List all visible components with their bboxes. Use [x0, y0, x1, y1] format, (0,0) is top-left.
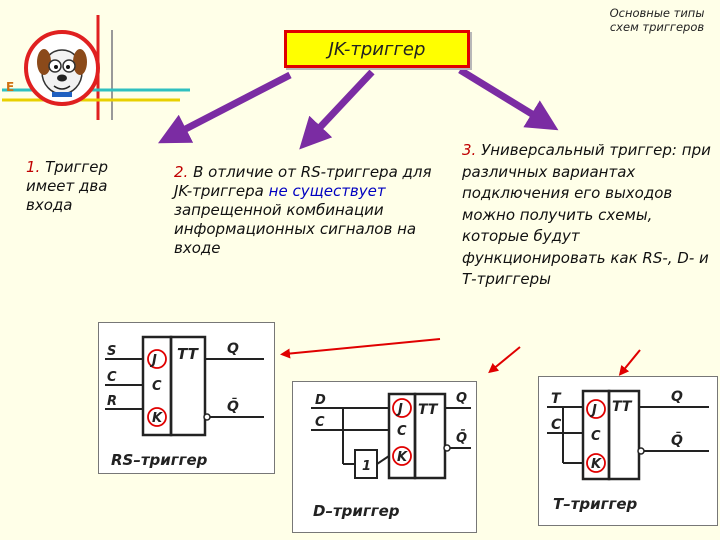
- t-output-qbar: Q̄: [671, 430, 683, 449]
- d-caption: D–триггер: [313, 502, 400, 520]
- rs-input-r: R: [107, 394, 117, 409]
- t-output-q: Q: [671, 389, 683, 405]
- t-caption: T–триггер: [553, 495, 638, 513]
- block-3-number: 3.: [462, 141, 477, 159]
- rs-caption: RS–триггер: [111, 451, 208, 469]
- d-pin-c: C: [397, 424, 407, 439]
- arrow-to-block-2: [299, 69, 375, 150]
- text-block-1: 1. Триггер имеет два входа: [26, 158, 138, 215]
- rs-output-q: Q: [227, 341, 239, 357]
- cartoon-dog-mascot-icon: [24, 30, 100, 106]
- block-2-highlight: не существует: [268, 182, 386, 200]
- t-input-c: C: [551, 417, 562, 433]
- rs-output-qbar: Q̄: [227, 396, 239, 415]
- d-output-q: Q: [456, 391, 467, 406]
- t-trigger-panel: TT T C J C K Q Q̄ T–триггер: [538, 376, 718, 526]
- block-1-text: Триггер имеет два входа: [26, 158, 109, 214]
- red-arrow-to-d: [488, 346, 521, 374]
- text-block-3: 3. Универсальный триггер: при различных …: [462, 140, 718, 291]
- text-block-2: 2. В отличие от RS-триггера для JK-тригг…: [174, 163, 436, 258]
- d-pin-j: J: [395, 402, 403, 417]
- rs-input-s: S: [107, 344, 116, 359]
- d-pin-k: K: [397, 450, 408, 465]
- red-arrow-to-t: [618, 349, 641, 376]
- rs-block-label: TT: [177, 345, 200, 363]
- logo-letter: E: [6, 80, 15, 94]
- t-pin-j: J: [589, 403, 597, 418]
- rs-pin-c: C: [152, 379, 162, 394]
- t-pin-c: C: [591, 429, 601, 444]
- t-pin-k: K: [591, 457, 602, 472]
- arrow-to-block-1: [158, 71, 292, 144]
- d-trigger-circuit: TT D C 1 J C K Q Q̄ D–триггер: [311, 391, 471, 520]
- d-input-d: D: [315, 393, 326, 408]
- main-title-box: JK-триггер: [284, 30, 470, 68]
- rs-input-c: C: [107, 370, 117, 385]
- block-3-text: Универсальный триггер: при различных вар…: [462, 141, 711, 288]
- d-input-c: C: [315, 415, 325, 430]
- d-block-label: TT: [418, 402, 439, 418]
- d-inverter-label: 1: [362, 459, 371, 474]
- d-output-qbar: Q̄: [456, 430, 467, 446]
- corner-note: Основные типы схем триггеров: [609, 6, 705, 34]
- rs-trigger-circuit: TT S C R J C K Q Q̄ RS–триггер: [105, 335, 264, 469]
- block-2-text-before: В отличие от RS-триггера для JK-триггера: [174, 163, 432, 200]
- t-input-t: T: [551, 391, 562, 407]
- block-2-text-after: запрещенной комбинации информационных си…: [174, 201, 417, 257]
- rs-pin-k: K: [152, 411, 163, 426]
- red-arrow-to-rs: [280, 338, 441, 359]
- t-trigger-circuit: TT T C J C K Q Q̄ T–триггер: [547, 389, 709, 513]
- rs-pin-j: J: [149, 353, 157, 368]
- rs-trigger-panel: TT S C R J C K Q Q̄ RS–триггер: [98, 322, 275, 474]
- d-trigger-panel: TT D C 1 J C K Q Q̄ D–триггер: [292, 381, 477, 533]
- arrow-to-block-3: [458, 67, 559, 131]
- page-title: JK-триггер: [328, 38, 426, 60]
- t-block-label: TT: [612, 399, 633, 415]
- block-1-number: 1.: [26, 158, 41, 176]
- block-2-number: 2.: [174, 163, 189, 181]
